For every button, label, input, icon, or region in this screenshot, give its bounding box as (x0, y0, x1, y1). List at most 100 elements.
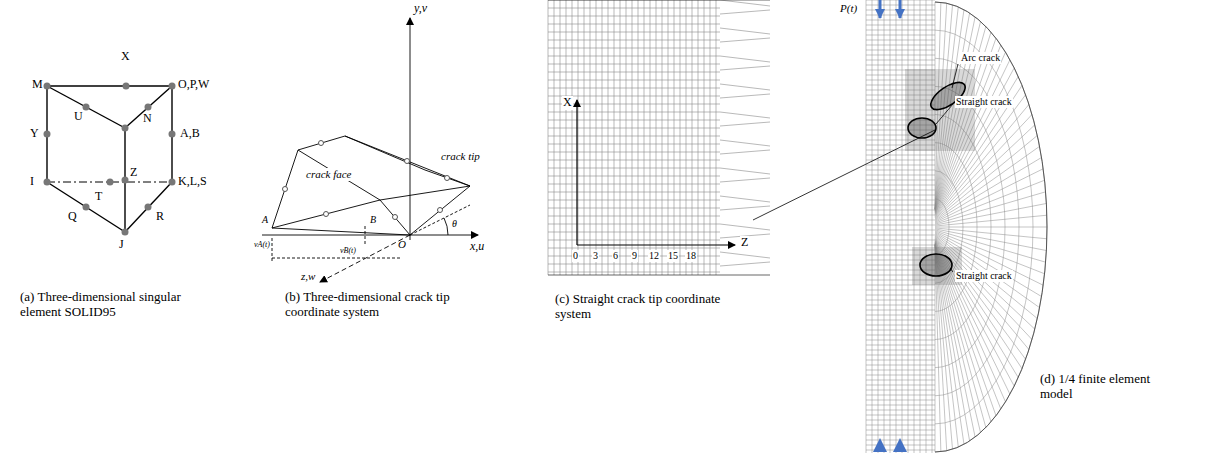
mesh-line (548, 72, 720, 73)
mesh-line (720, 38, 770, 42)
mesh-line (866, 410, 935, 411)
mesh-line (548, 24, 720, 25)
mesh-line (866, 430, 935, 431)
mesh-line (548, 40, 720, 41)
tick-label: 18 (685, 250, 697, 262)
supports (873, 438, 907, 452)
mesh-line (866, 330, 935, 331)
mesh-line (548, 136, 720, 137)
mesh-line (720, 196, 770, 202)
mesh-line (866, 405, 935, 406)
dimension-label: vA(t) (254, 240, 270, 249)
mesh-line (584, 0, 585, 275)
mesh-line (578, 0, 579, 275)
mesh-line (548, 248, 720, 249)
mesh-line (866, 160, 935, 161)
panel-caption: (d) 1/4 finite element model (1040, 372, 1170, 402)
callout-label: Arc crack (960, 52, 1001, 64)
point-label: Q (68, 210, 77, 224)
mesh-arc (935, 58, 1019, 396)
mesh-line (866, 50, 935, 51)
mesh-line (720, 112, 770, 118)
mesh-line (720, 122, 770, 126)
mesh-line (548, 192, 720, 193)
mesh-line (866, 175, 935, 176)
mesh-line (905, 80, 975, 81)
mesh-line (866, 380, 935, 381)
mesh-line (935, 13, 970, 210)
mesh-line (866, 425, 935, 426)
mesh-line (662, 0, 663, 275)
mesh-line (866, 185, 935, 186)
mesh-line (866, 235, 935, 236)
mesh-line (548, 0, 549, 275)
mesh-line (548, 128, 720, 129)
mesh-line (905, 78, 975, 79)
mesh-line (866, 275, 935, 276)
mesh-line (866, 205, 935, 206)
mesh-line (866, 170, 935, 171)
mesh-line (866, 300, 935, 301)
mesh-line (935, 157, 1042, 221)
mesh-line (866, 420, 935, 421)
mesh-line (866, 315, 935, 316)
mesh-line (720, 84, 770, 90)
angle-label: θ (452, 218, 457, 230)
mesh-line (866, 295, 935, 296)
axis-label: x,u (470, 240, 484, 254)
mesh-line (548, 56, 720, 57)
tick-label: 3 (592, 250, 599, 262)
mesh-line (866, 220, 935, 221)
mesh-line (866, 415, 935, 416)
mesh-line (866, 245, 935, 246)
dimension-label: vB(t) (340, 246, 356, 255)
mesh-line (866, 40, 935, 41)
mesh-line (905, 142, 975, 143)
mesh-line (720, 140, 770, 146)
mesh-line (866, 255, 935, 256)
mesh-line (866, 365, 935, 366)
mesh-line (650, 0, 651, 275)
mesh-line (720, 10, 770, 14)
mesh-line (548, 64, 720, 65)
point-label: X (121, 50, 130, 64)
mesh-line (632, 0, 633, 275)
mesh-line (548, 232, 720, 233)
axis-label: z,w (300, 270, 316, 283)
mesh-line (720, 0, 770, 6)
mesh-line (866, 335, 935, 336)
mesh-line (912, 248, 962, 249)
mesh-line (866, 30, 935, 31)
mesh-line (720, 206, 770, 210)
mesh-line (866, 25, 935, 26)
mesh-line (720, 178, 770, 182)
mesh-line (644, 0, 645, 275)
panel-caption: (c) Straight crack tip coordinate system (555, 292, 730, 322)
mesh-line (608, 0, 609, 275)
mesh-line (548, 0, 770, 1)
mesh-line (548, 168, 720, 169)
mesh-line (548, 144, 720, 145)
mesh-line (866, 210, 935, 211)
mesh-line (548, 208, 720, 209)
wire-dots (283, 141, 450, 220)
tick-label: 15 (667, 250, 679, 262)
mesh-line (866, 355, 935, 356)
mesh-line (560, 0, 561, 275)
mesh-line (935, 52, 1005, 213)
point-label: K,L,S (178, 175, 207, 189)
mesh-line (905, 116, 975, 117)
mesh-line (866, 200, 935, 201)
mesh-line (548, 104, 720, 105)
mesh-line (905, 112, 975, 113)
mesh-line (866, 60, 935, 61)
mesh-line (548, 240, 720, 241)
mesh-line (935, 146, 1040, 220)
callout-label: crack tip (440, 150, 481, 163)
point-label: U (74, 110, 83, 124)
axis-label: X (562, 96, 573, 110)
mesh-line (680, 0, 681, 275)
point-label: T (95, 190, 102, 204)
callout-label: Straight crack (955, 96, 1013, 108)
